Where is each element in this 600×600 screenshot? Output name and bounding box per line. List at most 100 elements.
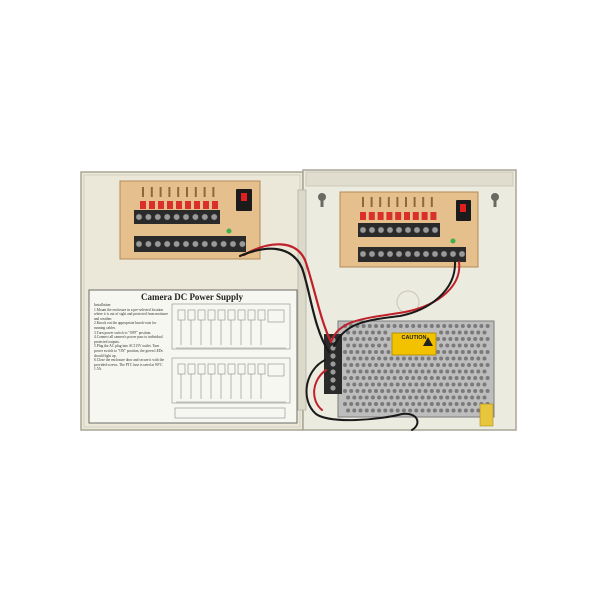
vent-hole — [426, 395, 431, 400]
terminal-screw — [220, 240, 227, 248]
vent-hole — [482, 395, 487, 400]
vent-hole — [432, 356, 437, 361]
ptc-fuse — [430, 212, 437, 220]
vent-hole — [439, 356, 444, 361]
instruction-line: 4.Connect all camera's power pass to ind… — [94, 335, 163, 344]
vent-hole — [352, 408, 357, 413]
vent-hole — [392, 402, 397, 406]
vent-hole — [454, 337, 459, 341]
component-lead — [430, 197, 433, 207]
installation-instructions: Installation:1.Mount the enclosure in a … — [94, 303, 168, 372]
terminal-screw — [330, 385, 336, 391]
wires — [238, 243, 461, 431]
ptc-fuse — [404, 212, 410, 220]
ptc-fuse — [395, 212, 402, 220]
vent-hole — [417, 376, 422, 380]
ptc-fuse — [368, 212, 375, 220]
vent-hole — [398, 389, 403, 393]
vent-hole — [436, 363, 440, 367]
vent-hole — [476, 330, 481, 335]
vent-hole — [364, 369, 369, 374]
vent-hole — [442, 324, 447, 328]
terminal-screw — [154, 240, 162, 248]
vent-hole — [448, 337, 453, 341]
keyhole-right-icon — [491, 193, 499, 207]
vent-hole — [411, 376, 416, 380]
vent-hole — [355, 363, 360, 367]
vent-hole — [436, 350, 440, 354]
vent-hole — [374, 350, 378, 354]
vent-hole — [349, 389, 354, 393]
terminal-screw — [210, 240, 218, 248]
terminal-screw — [404, 250, 412, 258]
vent-hole — [467, 363, 471, 367]
diagram-switch — [267, 363, 285, 377]
vent-hole — [451, 408, 456, 413]
vent-hole — [374, 376, 378, 380]
vent-hole — [408, 356, 413, 361]
vent-hole — [377, 356, 382, 361]
vent-hole — [358, 330, 363, 335]
instruction-line: 6.Close the enclosure door and secure it… — [94, 358, 164, 372]
component-lead — [194, 187, 197, 197]
vent-hole — [442, 389, 447, 393]
vent-hole — [439, 408, 444, 413]
component-lead — [142, 187, 144, 197]
vent-hole — [377, 330, 382, 335]
vent-hole — [374, 402, 378, 406]
vent-hole — [485, 337, 490, 341]
component-lead — [186, 187, 188, 197]
vent-hole — [352, 330, 357, 335]
vent-hole — [420, 408, 425, 413]
vent-hole — [389, 369, 394, 374]
vent-hole — [392, 376, 397, 380]
vent-hole — [392, 389, 397, 393]
vent-hole — [420, 369, 425, 374]
vent-hole — [349, 363, 354, 367]
vent-hole — [380, 376, 385, 380]
vent-hole — [414, 408, 419, 413]
enclosure-top-lip — [305, 171, 514, 187]
vent-hole — [346, 408, 351, 413]
vent-hole — [442, 350, 447, 354]
diagram-output — [217, 363, 226, 375]
ptc-fuse — [412, 212, 419, 220]
vent-hole — [467, 337, 471, 341]
vent-hole — [451, 395, 456, 400]
component-lead — [396, 197, 399, 207]
vent-hole — [389, 395, 394, 400]
vent-hole — [411, 389, 416, 393]
vent-hole — [485, 376, 490, 380]
vent-hole — [370, 395, 375, 400]
component-lead — [413, 197, 416, 207]
vent-hole — [383, 369, 388, 374]
vent-hole — [386, 376, 391, 380]
diagram-output — [247, 363, 256, 375]
vent-hole — [386, 363, 391, 367]
vent-hole — [426, 369, 431, 374]
terminal-screw — [173, 240, 180, 248]
vent-hole — [380, 402, 385, 406]
ptc-fuse — [212, 201, 218, 209]
power-supply-module — [324, 320, 495, 427]
terminal-screw — [135, 213, 143, 221]
vent-hole — [423, 363, 428, 367]
vent-hole — [423, 402, 428, 406]
vent-hole — [370, 382, 375, 387]
terminal-screw — [440, 250, 448, 258]
vent-hole — [370, 356, 375, 361]
terminal-screw — [413, 250, 421, 258]
vent-hole — [417, 402, 422, 406]
vent-hole — [454, 376, 459, 380]
component-lead — [177, 187, 180, 197]
vent-hole — [352, 369, 357, 374]
vent-hole — [473, 324, 478, 328]
component-lead — [362, 197, 364, 207]
vent-hole — [395, 408, 400, 413]
vent-hole — [467, 402, 471, 406]
vent-hole — [355, 376, 360, 380]
diagram-output — [237, 363, 246, 375]
terminal-screw — [330, 369, 336, 375]
component-lead — [159, 187, 162, 197]
